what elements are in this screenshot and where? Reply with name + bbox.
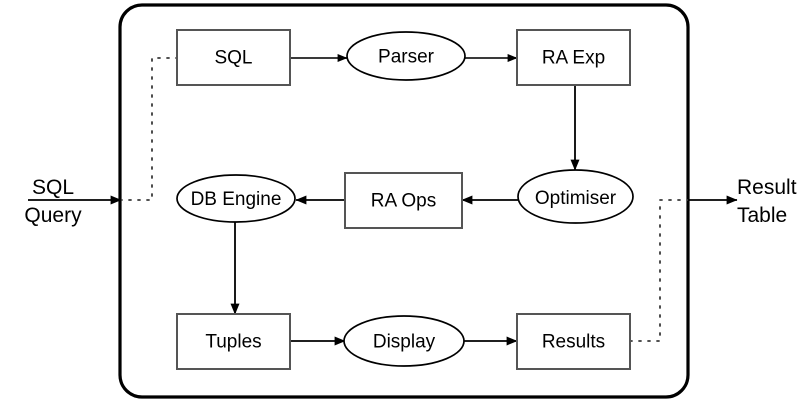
- node-display-shape: [343, 315, 465, 367]
- node-results-shape: [516, 313, 631, 370]
- output-label-line2: Table: [737, 204, 787, 227]
- node-display[interactable]: Display: [343, 315, 465, 367]
- node-db-engine-label: DB Engine: [191, 189, 282, 210]
- node-ra-ops-label: RA Ops: [371, 191, 436, 212]
- node-db-engine-shape: [176, 174, 296, 223]
- node-ra-exp-shape: [516, 29, 631, 86]
- node-parser[interactable]: Parser: [346, 31, 466, 81]
- node-results-label: Results: [542, 332, 605, 353]
- node-sql-label: SQL: [214, 48, 252, 69]
- node-tuples[interactable]: Tuples: [176, 313, 291, 370]
- node-sql[interactable]: SQL: [176, 29, 291, 86]
- input-label-line2: Query: [24, 204, 82, 227]
- output-label-line1: Result: [737, 176, 797, 199]
- node-ra-ops-shape: [344, 172, 463, 229]
- node-optimiser-label: Optimiser: [535, 188, 617, 209]
- node-parser-shape: [346, 31, 466, 81]
- node-results[interactable]: Results: [516, 313, 631, 370]
- node-sql-shape: [176, 29, 291, 86]
- node-ra-exp[interactable]: RA Exp: [516, 29, 631, 86]
- node-parser-label: Parser: [378, 47, 435, 68]
- node-optimiser[interactable]: Optimiser: [517, 169, 634, 224]
- node-display-label: Display: [373, 332, 436, 353]
- node-tuples-label: Tuples: [205, 332, 261, 353]
- node-db-engine[interactable]: DB Engine: [176, 174, 296, 223]
- input-label: SQL Query: [24, 176, 82, 227]
- node-ra-ops[interactable]: RA Ops: [344, 172, 463, 229]
- edge-results-to-output: [629, 199, 689, 342]
- node-ra-exp-label: RA Exp: [542, 48, 605, 69]
- input-label-line1: SQL: [32, 176, 74, 199]
- node-tuples-shape: [176, 313, 291, 370]
- node-optimiser-shape: [517, 169, 634, 224]
- output-label: Result Table: [737, 176, 797, 227]
